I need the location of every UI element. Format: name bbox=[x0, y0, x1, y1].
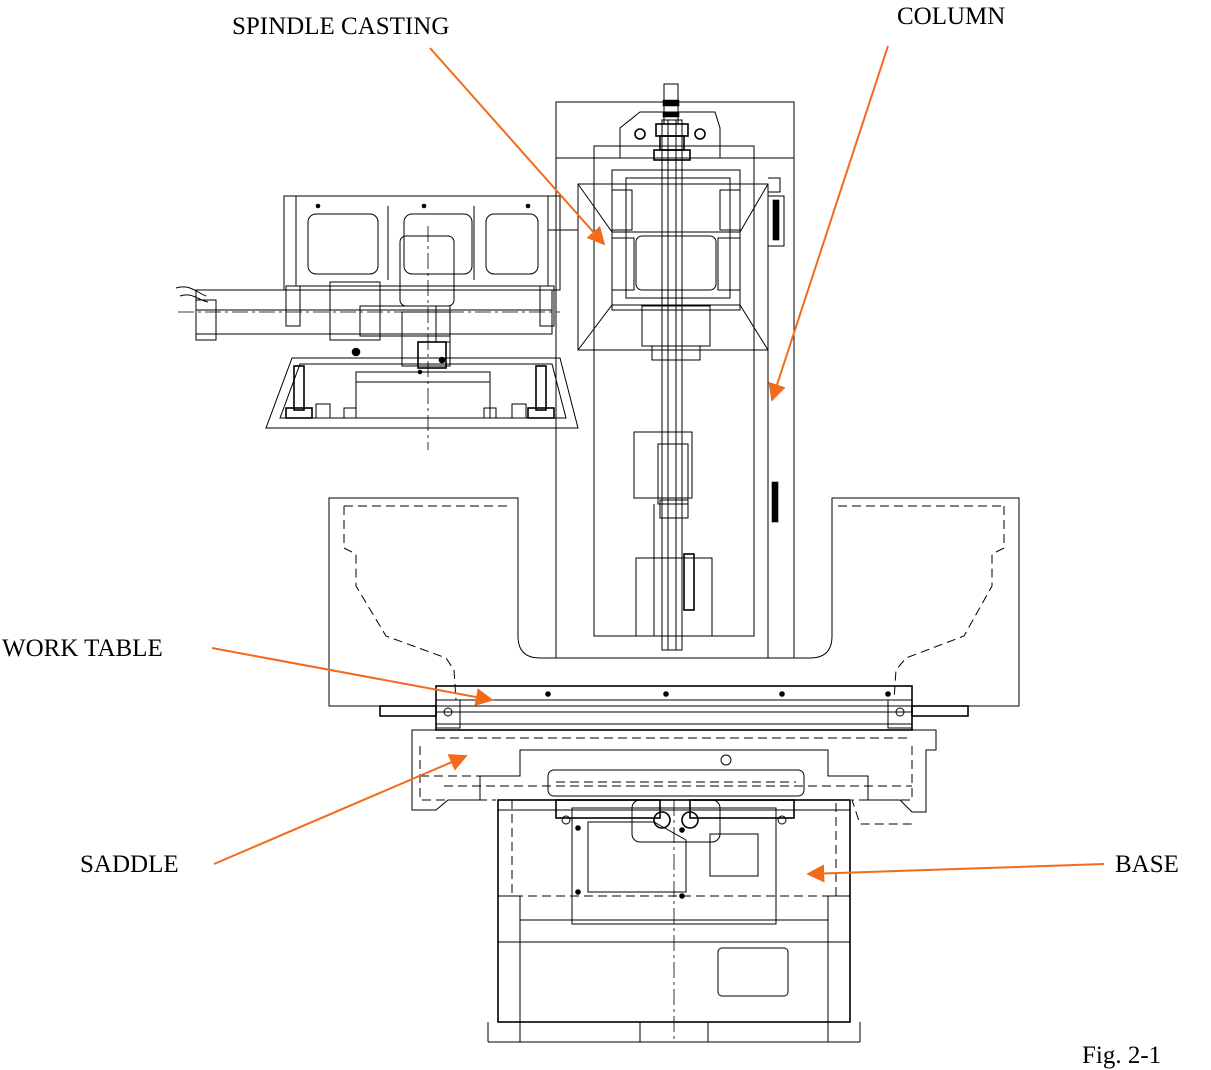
leader-spindle-casting bbox=[429, 47, 606, 246]
label-base: BASE bbox=[1115, 851, 1179, 878]
tool-changer-part bbox=[175, 195, 579, 450]
leader-lines bbox=[211, 45, 1105, 883]
leader-base bbox=[806, 863, 1105, 883]
leader-saddle bbox=[213, 754, 468, 865]
label-work-table: WORK TABLE bbox=[2, 635, 163, 662]
label-spindle-casting: SPINDLE CASTING bbox=[232, 13, 450, 40]
enclosure-part bbox=[328, 497, 1020, 707]
column-internals bbox=[633, 177, 785, 637]
saddle-part bbox=[411, 729, 937, 825]
spindle-casting-part bbox=[577, 83, 769, 651]
column-part bbox=[555, 101, 795, 659]
leader-column bbox=[768, 45, 889, 402]
label-column: COLUMN bbox=[897, 3, 1006, 30]
base-part bbox=[487, 799, 861, 1043]
figure-caption: Fig. 2-1 bbox=[1082, 1042, 1162, 1069]
label-saddle: SADDLE bbox=[80, 851, 179, 878]
leader-work-table bbox=[211, 647, 494, 706]
